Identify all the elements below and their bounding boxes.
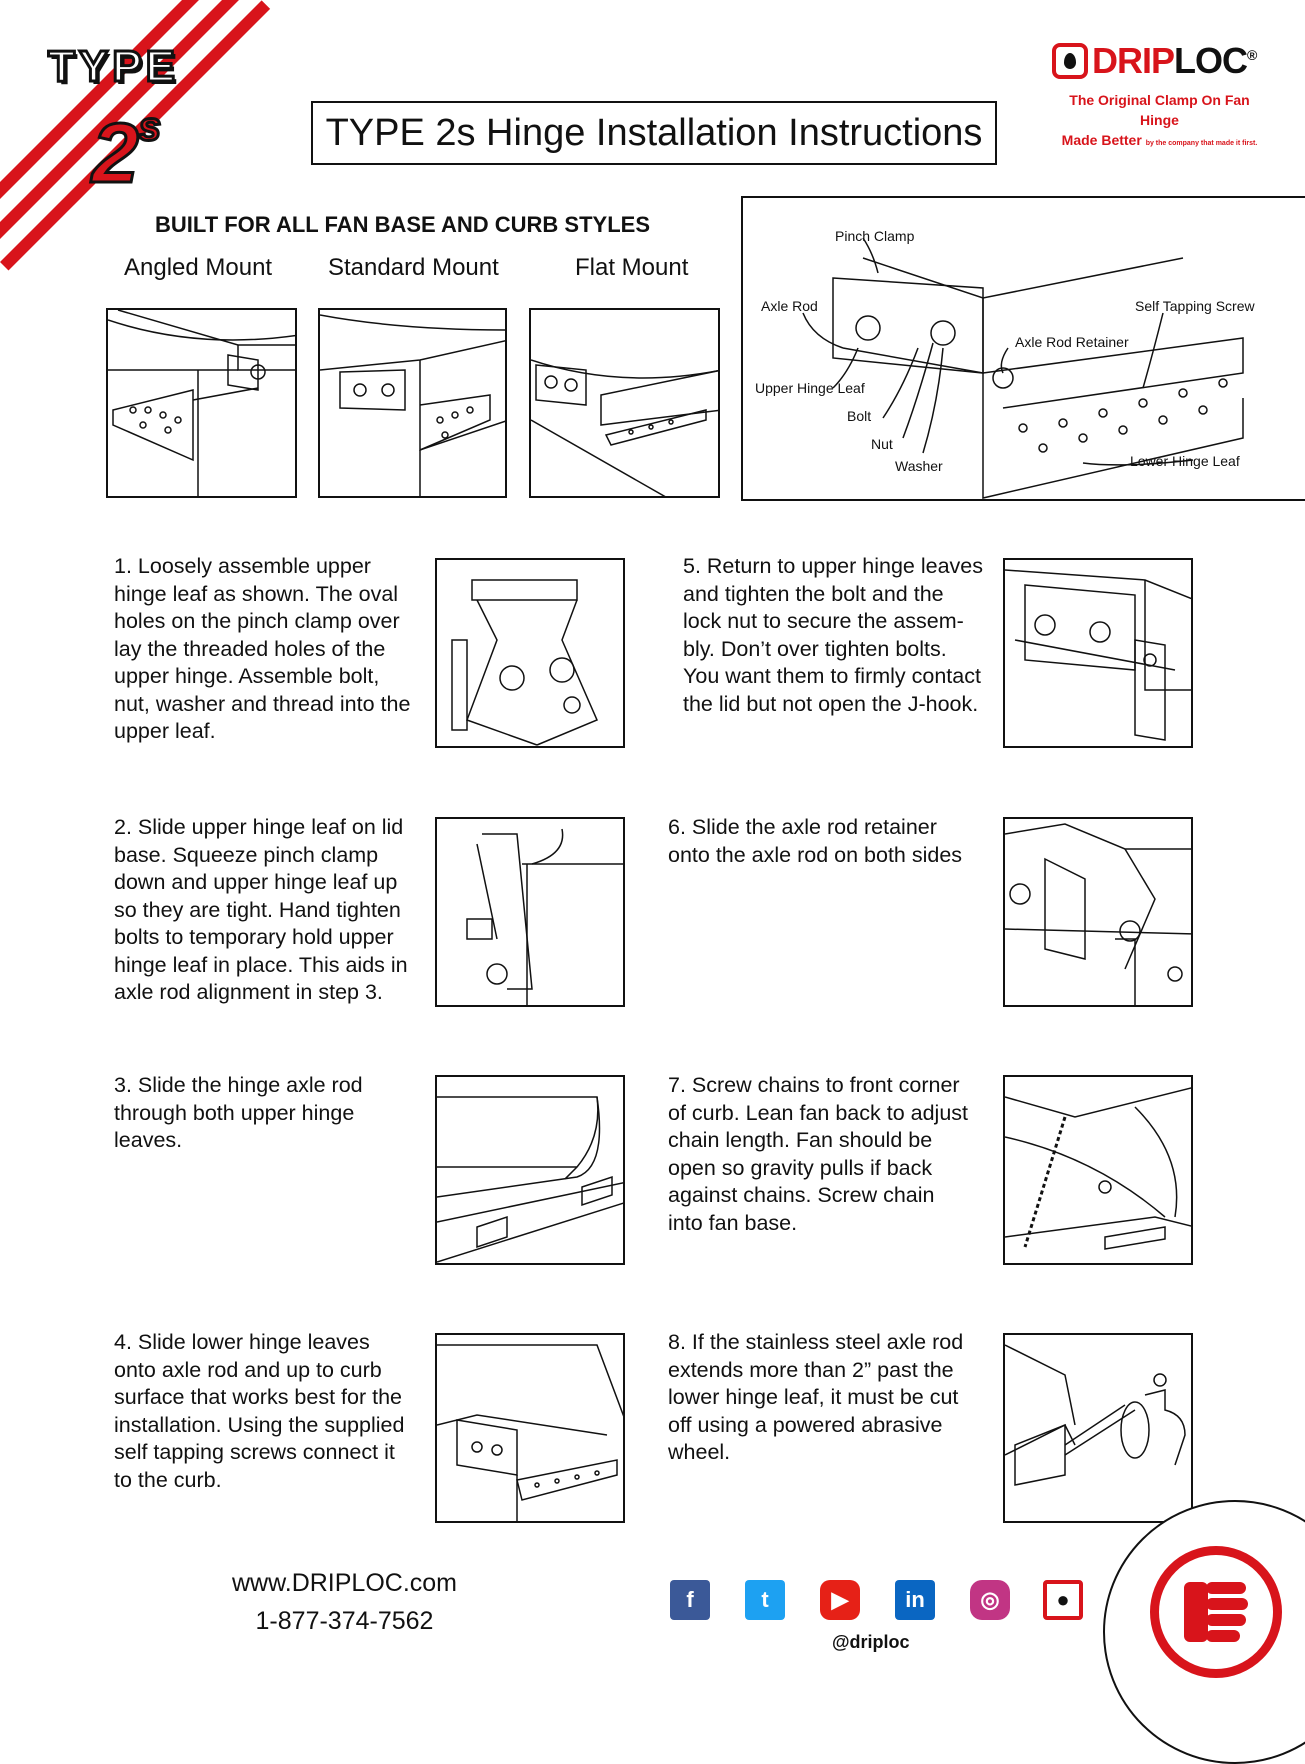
label-nut: Nut — [871, 436, 893, 452]
angled-mount-label: Angled Mount — [124, 254, 273, 281]
standard-mount-label: Standard Mount — [328, 254, 499, 281]
type-2s-logo: 2s — [91, 104, 163, 202]
step-3-text: 3. Slide the hinge axle rod through both… — [114, 1073, 363, 1152]
facebook-icon[interactable]: f — [670, 1580, 710, 1620]
label-pinch-clamp: Pinch Clamp — [835, 228, 915, 244]
step-1-image — [435, 558, 625, 748]
label-bolt: Bolt — [847, 408, 872, 424]
label-self-tapping-screw: Self Tapping Screw — [1135, 298, 1255, 314]
label-upper-hinge-leaf: Upper Hinge Leaf — [755, 380, 865, 396]
step-4-text: 4. Slide lower hinge leaves onto axle ro… — [114, 1330, 405, 1492]
step-5-text: 5. Return to upper hinge leaves and tigh… — [683, 554, 984, 716]
standard-mount-image — [318, 308, 507, 498]
social-handle: @driploc — [832, 1632, 910, 1652]
step-7-text: 7. Screw chains to front corner of curb.… — [668, 1073, 969, 1235]
step-4-image — [435, 1333, 625, 1523]
brand-tagline: The Original Clamp On Fan Hinge Made Bet… — [1061, 92, 1258, 148]
twitter-icon[interactable]: t — [745, 1580, 785, 1620]
driploc-drop-icon — [1052, 43, 1088, 79]
website-link[interactable]: www.DRIPLOC.com — [231, 1569, 458, 1597]
parts-diagram: Pinch Clamp Axle Rod Self Tapping Screw … — [741, 196, 1305, 501]
type-logo: TYPE — [47, 41, 179, 93]
step-3-image — [435, 1075, 625, 1265]
step-5-image — [1003, 558, 1193, 748]
step-8-image — [1003, 1333, 1193, 1523]
brand-name: DRIPLOC® — [1092, 40, 1257, 81]
fist-icon — [1150, 1546, 1282, 1678]
driploc-brand: DRIPLOC® The Original Clamp On Fan Hinge… — [1052, 40, 1267, 154]
contact-info: www.DRIPLOC.com 1-877-374-7562 — [222, 1564, 467, 1640]
flat-mount-label: Flat Mount — [575, 254, 689, 281]
instagram-icon[interactable]: ◎ — [970, 1580, 1010, 1620]
mounts-heading: BUILT FOR ALL FAN BASE AND CURB STYLES — [155, 212, 650, 237]
driploc-icon[interactable]: ● — [1043, 1580, 1083, 1620]
step-8-text: 8. If the stainless steel axle rod exten… — [668, 1330, 964, 1464]
label-axle-rod-retainer: Axle Rod Retainer — [1015, 334, 1129, 350]
step-2-image — [435, 817, 625, 1007]
label-axle-rod: Axle Rod — [761, 298, 818, 314]
angled-mount-image — [106, 308, 297, 498]
step-6-text: 6. Slide the axle rod retainer onto the … — [668, 815, 963, 867]
phone-number[interactable]: 1-877-374-7562 — [255, 1607, 434, 1635]
linkedin-icon[interactable]: in — [895, 1580, 935, 1620]
step-1-text: 1. Loosely assemble upper hinge leaf as … — [114, 554, 411, 743]
youtube-icon[interactable]: ▶ — [820, 1580, 860, 1620]
label-lower-hinge-leaf: Lower Hinge Leaf — [1130, 453, 1240, 469]
step-7-image — [1003, 1075, 1193, 1265]
step-6-image — [1003, 817, 1193, 1007]
label-washer: Washer — [895, 458, 943, 474]
step-2-text: 2. Slide upper hinge leaf on lid base. S… — [114, 815, 408, 1004]
flat-mount-image — [529, 308, 720, 498]
page-title: TYPE 2s Hinge Installation Instructions — [311, 101, 997, 165]
